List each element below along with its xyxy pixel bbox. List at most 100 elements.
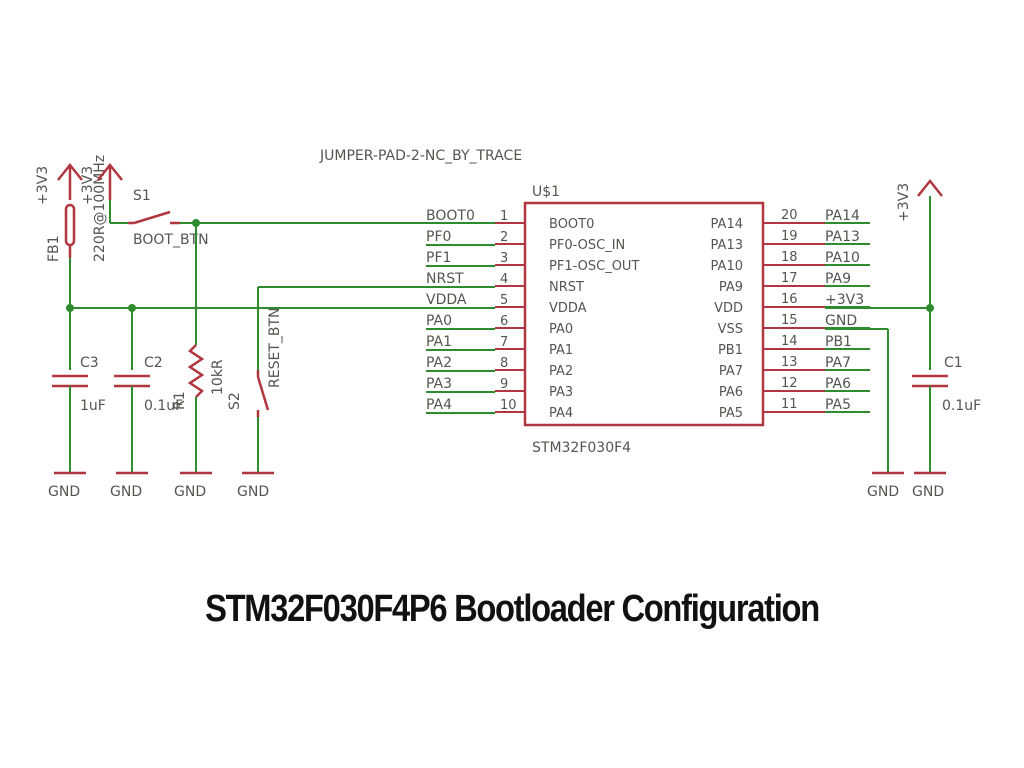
pin-number: 20 xyxy=(781,208,798,223)
pin-number: 6 xyxy=(500,314,508,329)
supply-label: +3V3 xyxy=(896,183,912,222)
s1-ref: S1 xyxy=(133,188,151,204)
pin-number: 18 xyxy=(781,250,798,265)
pin-number: 4 xyxy=(500,272,508,287)
net-label: PA1 xyxy=(426,334,452,350)
pin-number: 1 xyxy=(500,209,508,224)
pin-name: PA10 xyxy=(711,259,743,274)
net-label: NRST xyxy=(426,271,464,287)
pin-name: PA5 xyxy=(719,406,743,421)
pin-name: PA2 xyxy=(549,364,573,379)
pin-number: 7 xyxy=(500,335,508,350)
r1-ref: R1 xyxy=(172,391,188,410)
net-label: PB1 xyxy=(825,334,852,350)
c2-ref: C2 xyxy=(144,355,163,371)
supply-arrow-icon xyxy=(917,178,943,197)
s2-value: RESET_BTN xyxy=(267,308,283,389)
gnd-label: GND xyxy=(110,484,142,500)
pin-number: 5 xyxy=(500,293,508,308)
fb1-ref: FB1 xyxy=(46,235,62,262)
net-label: PA4 xyxy=(426,397,452,413)
c3-value: 1uF xyxy=(80,398,106,414)
net-label: VDDA xyxy=(426,292,467,308)
ferrite-bead-fb1: FB1 220R@100MHz xyxy=(46,155,108,262)
c3-ref: C3 xyxy=(80,355,99,371)
net-label: +3V3 xyxy=(825,292,864,308)
mcu-u1: U$1 STM32F030F4 1BOOT0BOOT02PF0-OSC_INPF… xyxy=(426,184,870,456)
right-supply: +3V3 xyxy=(896,178,943,222)
c1-value: 0.1uF xyxy=(942,398,981,414)
ground-symbols-right: GND GND xyxy=(867,471,946,500)
pin-name: PA6 xyxy=(719,385,743,400)
pin-name: PA13 xyxy=(711,238,743,253)
s1-value: BOOT_BTN xyxy=(133,232,209,248)
net-label: PA13 xyxy=(825,229,860,245)
fb1-value: 220R@100MHz xyxy=(92,155,108,262)
pin-name: BOOT0 xyxy=(549,217,594,232)
pin-number: 15 xyxy=(781,313,798,328)
pin-name: PA3 xyxy=(549,385,573,400)
switch-s1: S1 BOOT_BTN xyxy=(128,188,209,248)
boot-supply: +3V3 xyxy=(80,162,123,205)
net-label: PA14 xyxy=(825,208,860,224)
net-label: PA3 xyxy=(426,376,452,392)
net-label: PA5 xyxy=(825,397,851,413)
pin-number: 8 xyxy=(500,356,508,371)
pin-name: PA1 xyxy=(549,343,573,358)
net-label: PA9 xyxy=(825,271,851,287)
pin-name: NRST xyxy=(549,280,584,295)
net-label: GND xyxy=(825,313,857,329)
net-label: PA0 xyxy=(426,313,452,329)
pin-name: PA7 xyxy=(719,364,743,379)
chip-ref: U$1 xyxy=(532,184,560,200)
jumper-label: JUMPER-PAD-2-NC_BY_TRACE xyxy=(319,148,522,164)
pin-number: 10 xyxy=(500,398,517,413)
ground-symbols-left: GND GND GND GND xyxy=(48,471,274,500)
s2-ref: S2 xyxy=(227,392,243,410)
pin-name: PA4 xyxy=(549,406,573,421)
gnd-label: GND xyxy=(174,484,206,500)
supply-label: +3V3 xyxy=(35,166,51,205)
pin-number: 13 xyxy=(781,355,798,370)
net-label: PA2 xyxy=(426,355,452,371)
pin-name: VSS xyxy=(718,322,743,337)
pin-number: 12 xyxy=(781,376,798,391)
left-supply: +3V3 xyxy=(35,162,83,205)
gnd-label: GND xyxy=(48,484,80,500)
resistor-r1: R1 10kR xyxy=(172,344,226,410)
pin-name: PF1-OSC_OUT xyxy=(549,259,639,274)
c2-value: 0.1uF xyxy=(144,398,183,414)
gnd-label: GND xyxy=(912,484,944,500)
schematic-diagram: JUMPER-PAD-2-NC_BY_TRACE +3V3 FB1 220R@1… xyxy=(35,148,981,500)
net-label: PA6 xyxy=(825,376,851,392)
pin-number: 2 xyxy=(500,230,508,245)
chip-part: STM32F030F4 xyxy=(532,440,631,456)
net-label: PA7 xyxy=(825,355,851,371)
pin-name: PA14 xyxy=(711,217,743,232)
pin-number: 9 xyxy=(500,377,508,392)
pin-name: PB1 xyxy=(718,343,743,358)
pin-number: 17 xyxy=(781,271,798,286)
pin-number: 19 xyxy=(781,229,798,244)
capacitor-c2: C2 0.1uF xyxy=(114,355,183,414)
pin-number: 14 xyxy=(781,334,798,349)
r1-value: 10kR xyxy=(210,359,226,395)
pin-number: 11 xyxy=(781,397,798,412)
pin-number: 3 xyxy=(500,251,508,266)
net-label: PA10 xyxy=(825,250,860,266)
supply-label: +3V3 xyxy=(80,166,96,205)
